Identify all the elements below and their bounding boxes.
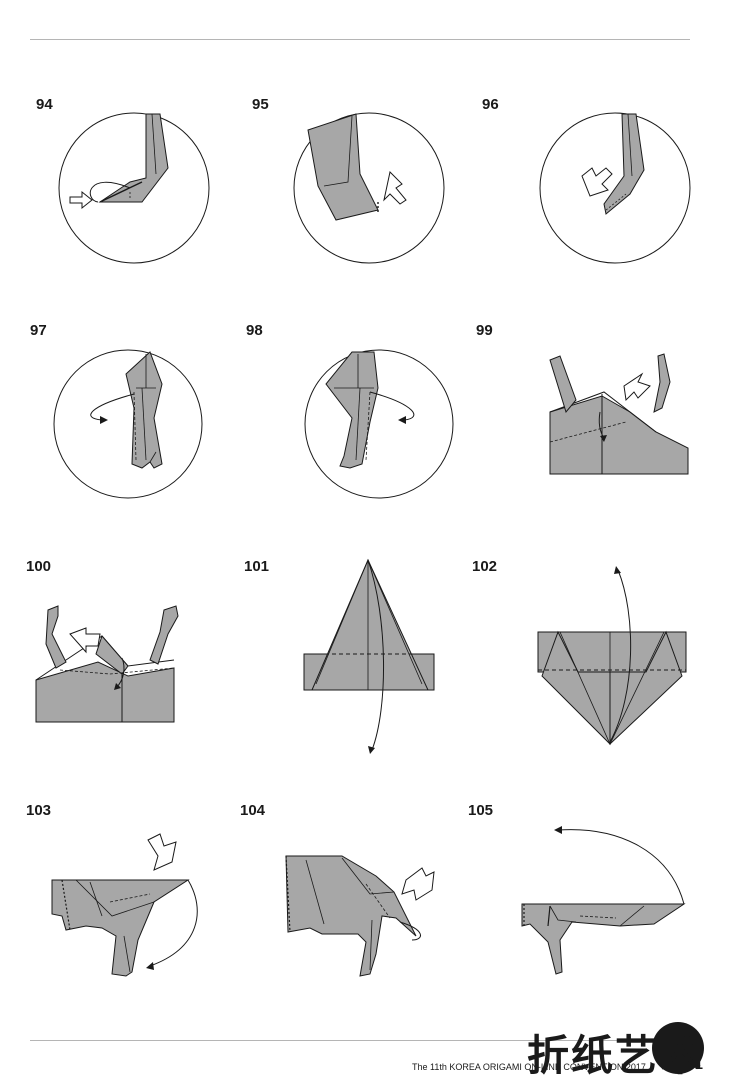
step-number: 96 [482, 96, 499, 113]
step-97-diagram [53, 349, 203, 499]
step-95-diagram [293, 112, 445, 264]
step-101-diagram [303, 558, 435, 754]
step-number: 105 [468, 802, 494, 819]
step-number: 94 [36, 96, 53, 113]
step-96: 96 [482, 96, 691, 264]
step-103: 103 [26, 802, 198, 977]
step-104: 104 [240, 802, 435, 977]
step-number: 102 [472, 558, 498, 575]
step-99-diagram [549, 353, 689, 475]
step-number: 99 [476, 322, 493, 339]
step-number: 97 [30, 322, 47, 339]
watermark-badge [652, 1022, 704, 1074]
step-105-diagram [521, 826, 686, 975]
step-100-diagram [35, 605, 179, 723]
step-96-diagram [539, 112, 691, 264]
footer-text: The 11th KOREA ORIGAMI ON-LINE CONVENTIO… [412, 1062, 646, 1072]
watermark-text: 折纸艺术 [527, 1031, 704, 1080]
step-number: 101 [244, 558, 270, 575]
top-rule [30, 39, 690, 40]
step-102: 102 [472, 558, 687, 746]
step-number: 98 [246, 322, 263, 339]
step-number: 100 [26, 558, 52, 575]
step-number: 103 [26, 802, 52, 819]
step-100: 100 [26, 558, 179, 723]
step-number: 104 [240, 802, 266, 819]
step-105: 105 [468, 802, 686, 975]
step-94: 94 [36, 96, 210, 264]
step-104-diagram [285, 855, 435, 977]
bottom-rule [30, 1040, 690, 1041]
step-99: 99 [476, 322, 689, 482]
step-102-diagram [537, 566, 687, 746]
step-103-diagram [51, 833, 198, 977]
step-95: 95 [252, 96, 445, 264]
step-98: 98 [246, 322, 454, 499]
step-101: 101 [244, 558, 435, 754]
step-97: 97 [30, 322, 203, 499]
step-number: 95 [252, 96, 269, 113]
step-98-diagram [304, 349, 454, 499]
step-94-diagram [58, 112, 210, 264]
